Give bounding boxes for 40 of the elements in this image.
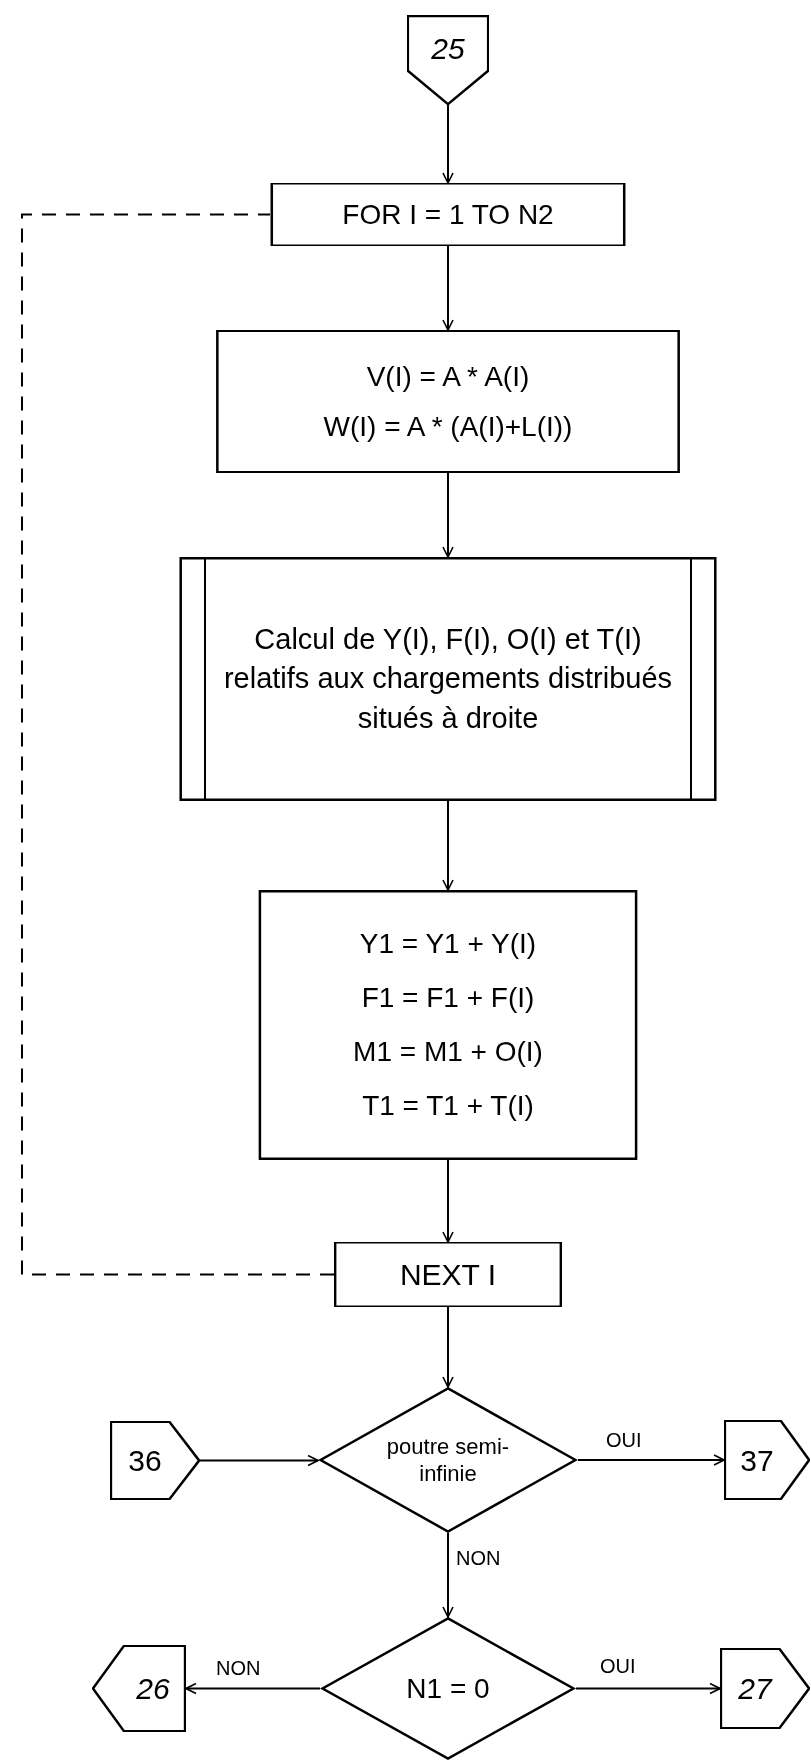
loop-back-line: [21, 213, 335, 1276]
node-text: Calcul de Y(I), F(I), O(I) et T(I) relatifs aux chargements distribués situés à droite: [222, 622, 674, 736]
node-text: 26: [136, 1671, 170, 1707]
arrow: [442, 1306, 454, 1388]
arrow: [442, 472, 454, 558]
node-text: Y1 = Y1 + Y(I): [359, 927, 537, 961]
arrow: [199, 1454, 319, 1467]
node-text: 27: [738, 1671, 772, 1707]
process-box: [215, 330, 681, 473]
node-text: M1 = M1 + O(I): [353, 1035, 543, 1069]
arrow: [442, 104, 454, 184]
node-text: F1 = F1 + F(I): [361, 981, 535, 1015]
arrow: [442, 245, 454, 331]
node-text: T1 = T1 + T(I): [362, 1089, 534, 1123]
arrow: [442, 1159, 454, 1243]
off-page-connector: [407, 15, 489, 105]
node-text: V(I) = A * A(I): [366, 359, 530, 394]
arrow: [575, 1682, 721, 1695]
off-page-connector: [110, 1421, 200, 1500]
decision-diamond: [318, 1387, 578, 1533]
loop-start-box: [270, 183, 626, 246]
node-text: 25: [431, 30, 465, 67]
arrow: [442, 800, 454, 891]
node-text: FOR I = 1 TO N2: [342, 197, 554, 232]
node-text: poutre semi-infinie: [385, 1432, 511, 1488]
loop-end-box: [334, 1242, 562, 1307]
node-text: W(I) = A * (A(I)+L(I)): [323, 409, 573, 444]
predefined-process-box: [178, 557, 718, 801]
decision-diamond: [320, 1617, 576, 1760]
off-page-connector: [92, 1645, 186, 1732]
off-page-connector: [720, 1648, 810, 1729]
off-page-connector: [724, 1420, 810, 1500]
arrow: [577, 1454, 725, 1466]
arrow: [185, 1682, 321, 1695]
node-text: NEXT I: [399, 1257, 497, 1293]
node-text: N1 = 0: [406, 1671, 490, 1706]
node-text: 37: [740, 1442, 774, 1479]
node-text: 36: [128, 1443, 162, 1479]
process-box: [258, 890, 638, 1160]
arrow: [442, 1532, 454, 1618]
